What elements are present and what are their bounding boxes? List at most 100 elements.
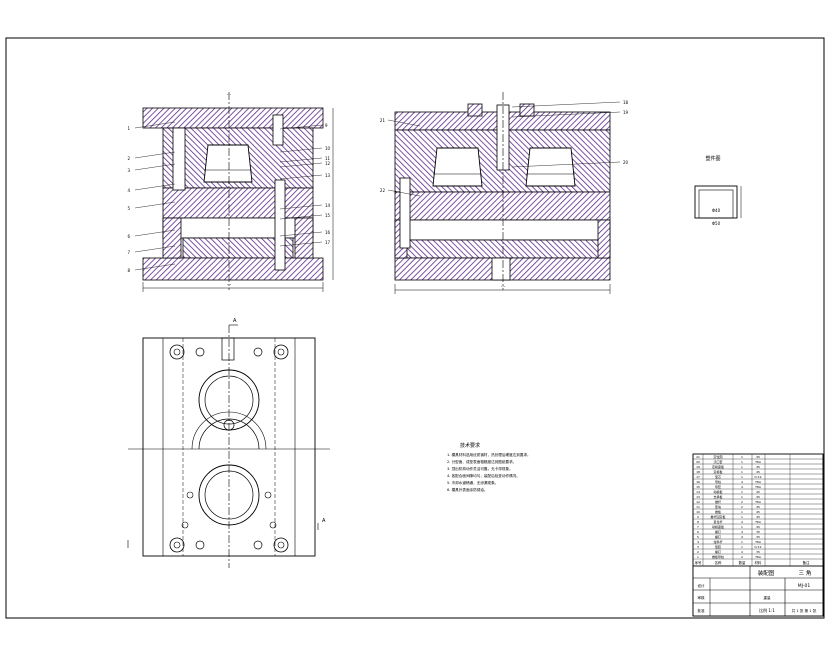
bom-cell: 导套 (715, 484, 721, 489)
bom-cell: 35 (756, 530, 760, 534)
bom-cell: 推杆固定板 (710, 514, 725, 519)
callout-label: 16 (325, 230, 331, 235)
bom-cell: 45 (756, 515, 760, 519)
callout-label: 3 (127, 168, 130, 173)
callout-label: 13 (325, 173, 331, 178)
bom-cell: 45 (756, 455, 760, 459)
bom-cell: 动模座板 (712, 524, 724, 529)
bom-cell: 12 (696, 500, 700, 504)
bom-cell: 1 (741, 460, 743, 464)
bom-cell: 2 (697, 550, 699, 554)
part-dim-inner: Φ40 (712, 208, 721, 213)
bom-cell: 浇口套 (713, 459, 722, 464)
bom-cell: 8 (697, 520, 699, 524)
callout-label: 2 (127, 156, 130, 161)
callout-label: 20 (623, 160, 629, 165)
callout-label: 5 (127, 206, 130, 211)
bom-cell: 支承板 (713, 494, 722, 499)
callout-label: 11 (325, 156, 331, 161)
bom-cell: 19 (696, 465, 700, 469)
section-mark-a1: A (233, 318, 237, 324)
bom-cell: 复位杆 (713, 519, 722, 524)
approved-label: 批准 (697, 608, 705, 613)
front-bottom-dim: ··· (227, 282, 232, 288)
bom-cell: 18 (696, 470, 700, 474)
bom-cell: 14 (696, 490, 700, 494)
bom-cell: 推杆 (715, 499, 721, 504)
bom-cell: 10 (696, 510, 700, 514)
bom-cell: 螺钉 (715, 549, 721, 554)
bom-cell: 4 (741, 535, 743, 539)
bom-cell: 拉料杆 (713, 539, 722, 544)
bom-cell: T8A (754, 460, 762, 464)
callout-label: 22 (380, 188, 386, 193)
tech-note-line: 3. 顶出机构动作灵活可靠，无卡滞现象。 (447, 466, 513, 471)
callout-label: 10 (325, 146, 331, 151)
bom-cell: 45 (756, 505, 760, 509)
bom-header-cell: 备注 (803, 560, 810, 565)
bom-header-cell: 序号 (695, 560, 702, 565)
callout-label: 6 (127, 234, 130, 239)
bom-row: 13 支承板 1 45 (696, 494, 760, 499)
callout-label: 4 (127, 188, 130, 193)
drawing-number: MJ-01 (798, 583, 811, 589)
section-mark-a2: A (322, 518, 326, 524)
bom-cell: 推板导柱 (712, 554, 724, 559)
bom-cell: 4 (741, 530, 743, 534)
school-name: 三 角 (799, 569, 812, 577)
bom-cell: 4 (697, 540, 699, 544)
bom-cell: 型腔 (715, 544, 721, 549)
bom-cell: 1 (697, 555, 699, 559)
part-dim-outer: Φ50 (712, 221, 721, 226)
bom-cell: 定模板 (713, 469, 722, 474)
bom-cell: 1 (741, 465, 743, 469)
bom-header-cell: 数量 (739, 560, 746, 565)
bom-cell: 1 (741, 545, 743, 549)
designer-label: 设计 (697, 583, 705, 588)
bom-cell: 16 (696, 480, 700, 484)
bom-cell: 1 (741, 495, 743, 499)
bom-cell: T8A (754, 520, 762, 524)
bom-cell: 17 (696, 475, 700, 479)
bom-cell: T8A (754, 540, 762, 544)
bom-cell: 13 (696, 495, 700, 499)
bom-cell: 型芯 (715, 474, 721, 479)
bom-cell: 35 (756, 535, 760, 539)
drawing-name: 装配图 (758, 569, 775, 577)
bom-cell: T8A (754, 485, 762, 489)
bom-cell: 2 (741, 500, 743, 504)
sheet-border (5, 37, 825, 619)
bom-cell: 11 (696, 505, 700, 509)
bom-cell: 定模座板 (712, 464, 724, 469)
plan-view: A A (127, 318, 330, 568)
bom-cell: 45 (756, 495, 760, 499)
bom-cell: 1 (741, 540, 743, 544)
tech-note-line: 4. 各配合面间隙均匀，装配后检查动作情况。 (447, 473, 520, 478)
bom-cell: T8A (754, 480, 762, 484)
bom-cell: 1 (741, 475, 743, 479)
bom-header-cell: 材料 (755, 560, 762, 565)
bom-cell: 2 (741, 505, 743, 509)
part-sketch-title: 塑件图 (705, 155, 720, 162)
bom-header: 序号名称数量材料备注 (695, 560, 810, 565)
bom-row: 4 拉料杆 1 T8A (697, 539, 762, 544)
bom-cell: 1 (741, 455, 743, 459)
bom-cell: 1 (741, 525, 743, 529)
front-top-dim: ··· (227, 92, 232, 98)
tech-note-line: 1. 模具材料选用优质钢材，热处理后硬度达到要求。 (447, 452, 531, 457)
